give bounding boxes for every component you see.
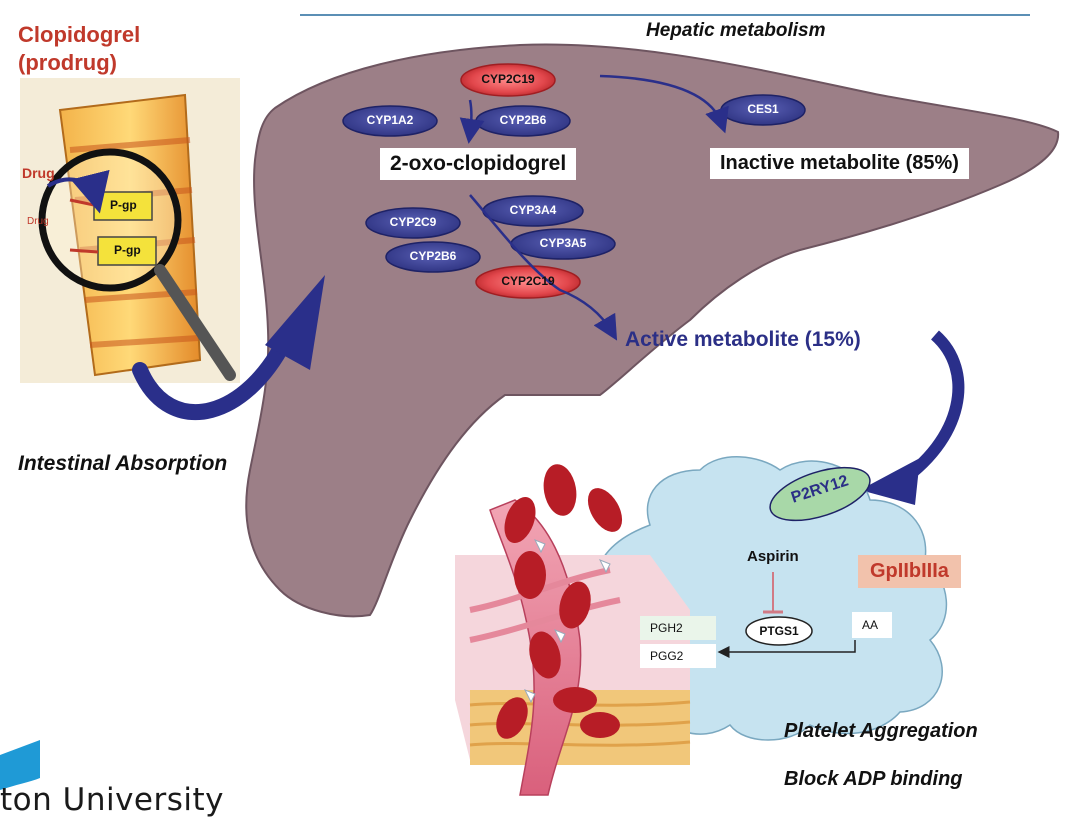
cyp1a2-ellipse (342, 105, 438, 137)
inactive-metabolite-box: Inactive metabolite (85%) (710, 148, 969, 179)
active-to-platelet-arrow (891, 330, 965, 491)
pgh2-box: PGH2 (640, 616, 716, 640)
platelet-aggregation-caption: Platelet Aggregation (784, 720, 978, 742)
cyp1a2-label: CYP1A2 (366, 113, 414, 127)
intestinal-absorption-caption: Intestinal Absorption (18, 452, 228, 475)
cyp3a5-label: CYP3A5 (539, 236, 587, 250)
cyp3a4-label: CYP3A4 (509, 203, 557, 217)
drug-label: Drug (22, 165, 55, 181)
cyp2c9-ellipse (365, 207, 461, 239)
absorption-arrow (132, 322, 298, 421)
aa-box: AA (852, 612, 893, 638)
ptgs1-ellipse (745, 616, 813, 646)
active-metabolite-label: Active metabolite (15%) (625, 328, 861, 351)
intestine-illustration (20, 78, 240, 383)
vessel-illustration (455, 464, 691, 796)
prodrug-title-line2: (prodrug) (18, 50, 117, 75)
cyp2c19-bottom-label: CYP2C19 (501, 274, 555, 288)
university-name: ton University (0, 782, 224, 818)
aspirin-label: Aspirin (747, 548, 799, 565)
cyp2c19-top-ellipse (460, 63, 556, 97)
cyp2b6-bottom-label: CYP2B6 (409, 249, 457, 263)
cyp2c19-bottom-ellipse (475, 265, 581, 299)
top-rule (300, 14, 1030, 16)
prodrug-title-line1: Clopidogrel (18, 22, 141, 47)
liver-shape (245, 43, 1060, 618)
ptgs1-label: PTGS1 (759, 624, 799, 638)
ces1-label: CES1 (747, 102, 779, 116)
pgg2-box: PGG2 (640, 644, 716, 668)
pgp-label-1: P-gp (110, 198, 137, 212)
pgp-label-2: P-gp (114, 243, 141, 257)
cyp2b6-bottom-ellipse (385, 241, 481, 273)
cyp2c9-label: CYP2C9 (389, 215, 437, 229)
drug-small-label: Drug (27, 216, 49, 227)
gpiibiiia-box: GpIIbIIIa (858, 555, 961, 588)
cyp2c19-top-label: CYP2C19 (481, 72, 535, 86)
university-logo-icon (0, 740, 40, 790)
cyp2b6-top-label: CYP2B6 (499, 113, 547, 127)
p2ry12-ellipse (769, 466, 871, 522)
hepatic-metabolism-title: Hepatic metabolism (646, 20, 826, 41)
oxo-clopidogrel-box: 2-oxo-clopidogrel (380, 148, 577, 180)
block-adp-caption: Block ADP binding (784, 768, 963, 790)
